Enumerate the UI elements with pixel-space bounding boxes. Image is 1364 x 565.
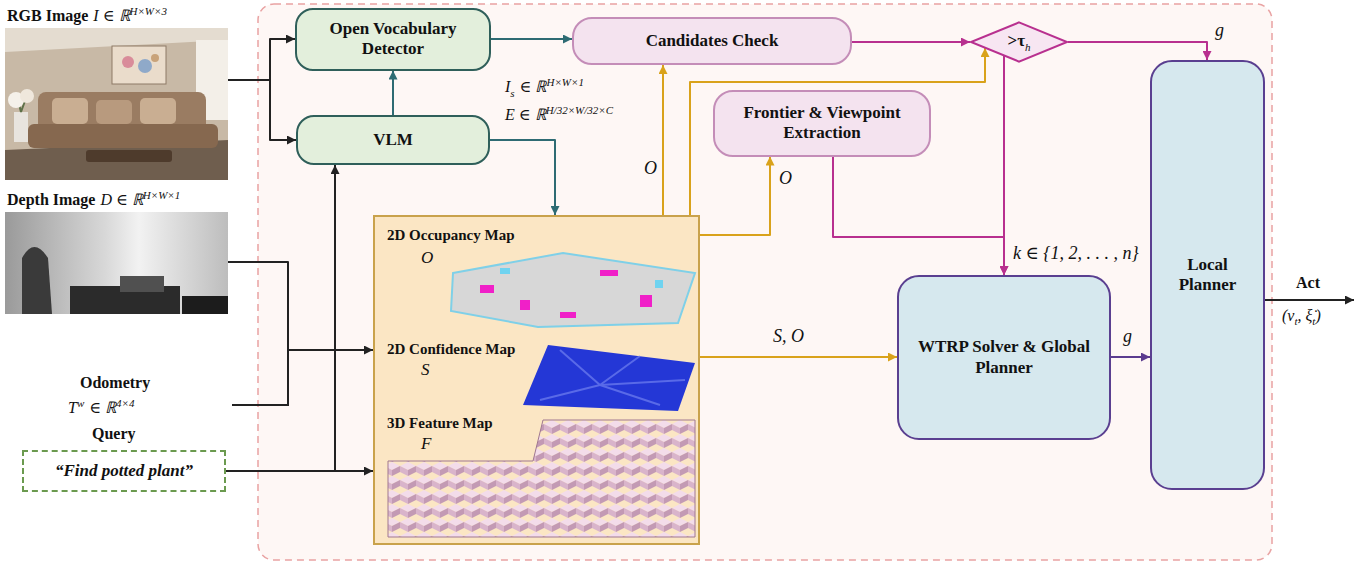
- node-text: Frontier & Viewpoint Extraction: [725, 103, 919, 144]
- node-text: >τ: [1007, 31, 1025, 50]
- module-box: Candidates Check: [572, 17, 852, 65]
- output-title: Act: [1296, 274, 1320, 291]
- edge-label: S, O: [772, 326, 805, 346]
- math-symbol: E ∈ ℝ: [505, 106, 546, 123]
- map-panel: 2D Occupancy MapO 2D Confidence MapS 3D Fe…: [373, 215, 700, 545]
- map-title: 2D Occupancy Map: [387, 227, 515, 243]
- output-arrow: [1265, 299, 1354, 301]
- flow-arrow: [690, 48, 985, 215]
- planner-box: Local Planner: [1150, 60, 1265, 490]
- map-title: 3D Feature Map: [387, 415, 493, 431]
- node-text: VLM: [373, 130, 413, 150]
- math-symbol: D ∈ ℝ: [100, 191, 142, 208]
- flow-arrow: [228, 39, 295, 80]
- math-symbol: (v: [1282, 307, 1294, 324]
- input-title: Depth Image: [7, 191, 95, 208]
- edge-label: g: [1214, 20, 1225, 40]
- map-title: 2D Confidence Map: [387, 341, 515, 357]
- math-superscript: H×W×1: [546, 76, 583, 88]
- flow-arrow: [662, 65, 664, 215]
- input-image: Depth ImageD ∈ ℝH×W×1: [5, 212, 228, 314]
- math-symbol: T: [68, 399, 77, 416]
- math-symbol: ∈ ℝ: [89, 399, 116, 416]
- flow-arrow: [392, 71, 394, 116]
- node-text: Open Vocabulary Detector: [305, 19, 481, 60]
- flow-arrow: [1111, 356, 1150, 358]
- input-title: RGB Image: [7, 7, 88, 24]
- math-symbol: ): [1315, 307, 1320, 324]
- decision-diamond: >τh: [970, 22, 1068, 62]
- math-superscript: H×W×3: [130, 5, 167, 17]
- input-title: Odometry: [80, 374, 150, 391]
- map-symbol: O: [421, 248, 433, 267]
- flow-arrow: [226, 165, 335, 471]
- map-symbol: F: [421, 434, 431, 453]
- edge-label: g: [1122, 326, 1133, 346]
- flow-arrow: [833, 157, 1004, 276]
- flow-arrow: [1068, 42, 1207, 60]
- node-text: Local Planner: [1168, 255, 1248, 296]
- depth-photo: [5, 212, 228, 314]
- math-superscript: 4×4: [116, 397, 134, 409]
- map-symbol: S: [421, 360, 430, 379]
- math-symbol: I ∈ ℝ: [93, 7, 129, 24]
- math-symbol: ∈ ℝ: [520, 78, 547, 95]
- flow-arrow: [228, 262, 373, 350]
- node-text: “Find potted plant”: [55, 461, 193, 481]
- map-illustration: [373, 215, 700, 545]
- flow-arrow: [490, 140, 555, 215]
- math-superscript: H×W×1: [143, 189, 180, 201]
- edge-label: k ∈ {1, 2, . . . , n}: [1012, 243, 1140, 263]
- system-region: [258, 4, 1272, 560]
- node-text: h: [1025, 41, 1031, 53]
- math-superscript: H/32×W/32×C: [546, 104, 613, 116]
- module-box: Frontier & Viewpoint Extraction: [713, 90, 931, 157]
- flow-arrow: [228, 80, 296, 140]
- rgb-photo: [5, 28, 228, 180]
- query-box: “Find potted plant”: [22, 450, 226, 492]
- math-subscript: t: [1294, 315, 1297, 327]
- math-superscript: w: [77, 397, 84, 409]
- input-image: RGB ImageI ∈ ℝH×W×3: [5, 28, 228, 180]
- flow-arrow: [700, 157, 770, 236]
- flow-arrow: [700, 356, 897, 358]
- math-subscript: t: [1312, 315, 1315, 327]
- odometry-wire: [232, 350, 288, 405]
- math-symbol: I: [505, 78, 510, 95]
- node-text: Candidates Check: [646, 31, 779, 51]
- planner-box: WTRP Solver & Global Planner: [897, 275, 1111, 440]
- math-subscript: s: [510, 87, 514, 99]
- flow-arrow: [491, 38, 572, 40]
- edge-label: O: [778, 168, 793, 188]
- node-text: WTRP Solver & Global Planner: [911, 337, 1097, 378]
- input-title: Query: [92, 425, 136, 442]
- module-box: Open Vocabulary Detector: [295, 8, 491, 71]
- math-symbol: , ξ̇: [1298, 307, 1313, 324]
- module-box: VLM: [296, 115, 490, 165]
- edge-label: O: [643, 158, 658, 178]
- flow-arrow: [852, 41, 970, 43]
